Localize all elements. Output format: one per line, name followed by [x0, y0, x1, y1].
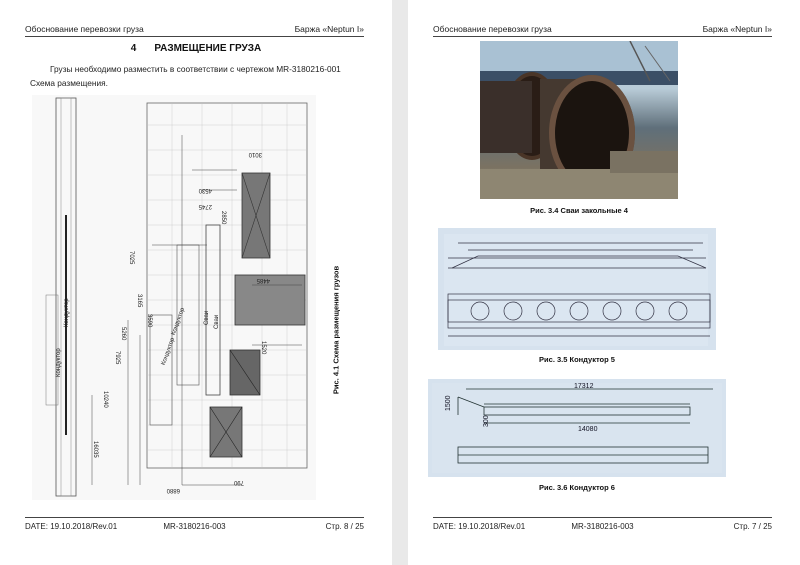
dim-6880: 6880: [166, 487, 180, 493]
dim-7925: 7925: [114, 351, 120, 365]
label-konduktor-2: Кондуктор: [64, 298, 70, 327]
page-footer: DATE: 19.10.2018/Rev.01 MR-3180216-003 С…: [433, 517, 772, 534]
jig6-drawing-scan: 17312 1500 14080 300: [428, 379, 726, 477]
dim-3165: 3165: [136, 294, 142, 308]
section-title: РАЗМЕЩЕНИЕ ГРУЗА: [154, 43, 262, 54]
dim-3010: 3010: [248, 151, 262, 157]
dim-2745: 2745: [198, 203, 212, 209]
label-svai-2: Сваи: [214, 315, 220, 329]
dim-10240: 10240: [102, 391, 108, 408]
cargo-layout-drawing: 3010 4530 2745 2850 7025 4485 3165 3590 …: [32, 95, 316, 500]
label-konduktor-4: Кондуктор: [161, 336, 177, 366]
dim-14080: 14080: [578, 426, 598, 433]
layout-drawing-svg: 3010 4530 2745 2850 7025 4485 3165 3590 …: [45, 97, 308, 497]
header-vessel: Баржа «Neptun I»: [294, 24, 364, 34]
page-footer: DATE: 19.10.2018/Rev.01 MR-3180216-003 С…: [25, 517, 364, 534]
section-number: 4: [130, 43, 137, 54]
footer-page-number: Стр. 7 / 25: [733, 522, 772, 531]
label-konduktor-1: Кондуктор: [56, 348, 62, 377]
dim-3590: 3590: [146, 314, 152, 328]
jig5-drawing-scan: [438, 228, 716, 350]
page-header: Обоснование перевозки груза Баржа «Neptu…: [433, 24, 772, 37]
dim-16035: 16035: [92, 441, 98, 458]
label-konduktor-3: Кондуктор: [171, 306, 187, 336]
footer-doc-number: MR-3180216-003: [163, 522, 226, 531]
jig6-drawing-svg: 17312 1500 14080 300: [432, 383, 722, 473]
section-heading: 4 РАЗМЕЩЕНИЕ ГРУЗА: [0, 43, 392, 54]
jig5-drawing-svg: [444, 234, 711, 346]
header-title: Обоснование перевозки груза: [433, 24, 552, 34]
dim-4530: 4530: [198, 187, 212, 193]
footer-doc-number: MR-3180216-003: [571, 522, 634, 531]
footer-date: DATE: 19.10.2018/Rev.01: [25, 522, 118, 531]
document-page-left: Обоснование перевозки груза Баржа «Neptu…: [0, 0, 392, 565]
dim-1520: 1520: [260, 341, 266, 355]
dim-790: 790: [233, 479, 244, 485]
dim-7025: 7025: [128, 251, 134, 265]
header-vessel: Баржа «Neptun I»: [702, 24, 772, 34]
figure-caption-vertical: Рис. 4.1 Схема размещения грузов: [331, 265, 341, 395]
dim-17312: 17312: [574, 383, 594, 390]
dim-4485: 4485: [256, 277, 270, 283]
dim-1500: 1500: [445, 395, 452, 411]
piles-photo-svg: [480, 41, 678, 199]
label-svai-1: Сваи: [204, 311, 210, 325]
dim-5260: 5260: [120, 327, 126, 341]
footer-date: DATE: 19.10.2018/Rev.01: [433, 522, 526, 531]
figure-caption-jig5: Рис. 3.5 Кондуктор 5: [539, 355, 615, 364]
piles-photo: [480, 41, 678, 199]
dim-2850: 2850: [220, 211, 226, 225]
figure-caption-piles: Рис. 3.4 Сваи закольные 4: [530, 206, 628, 215]
dim-300: 300: [483, 415, 490, 427]
header-title: Обоснование перевозки груза: [25, 24, 144, 34]
figure-caption-jig6: Рис. 3.6 Кондуктор 6: [539, 483, 615, 492]
page-header: Обоснование перевозки груза Баржа «Neptu…: [25, 24, 364, 37]
body-paragraph: Грузы необходимо разместить в соответств…: [30, 64, 341, 88]
footer-page-number: Стр. 8 / 25: [325, 522, 364, 531]
